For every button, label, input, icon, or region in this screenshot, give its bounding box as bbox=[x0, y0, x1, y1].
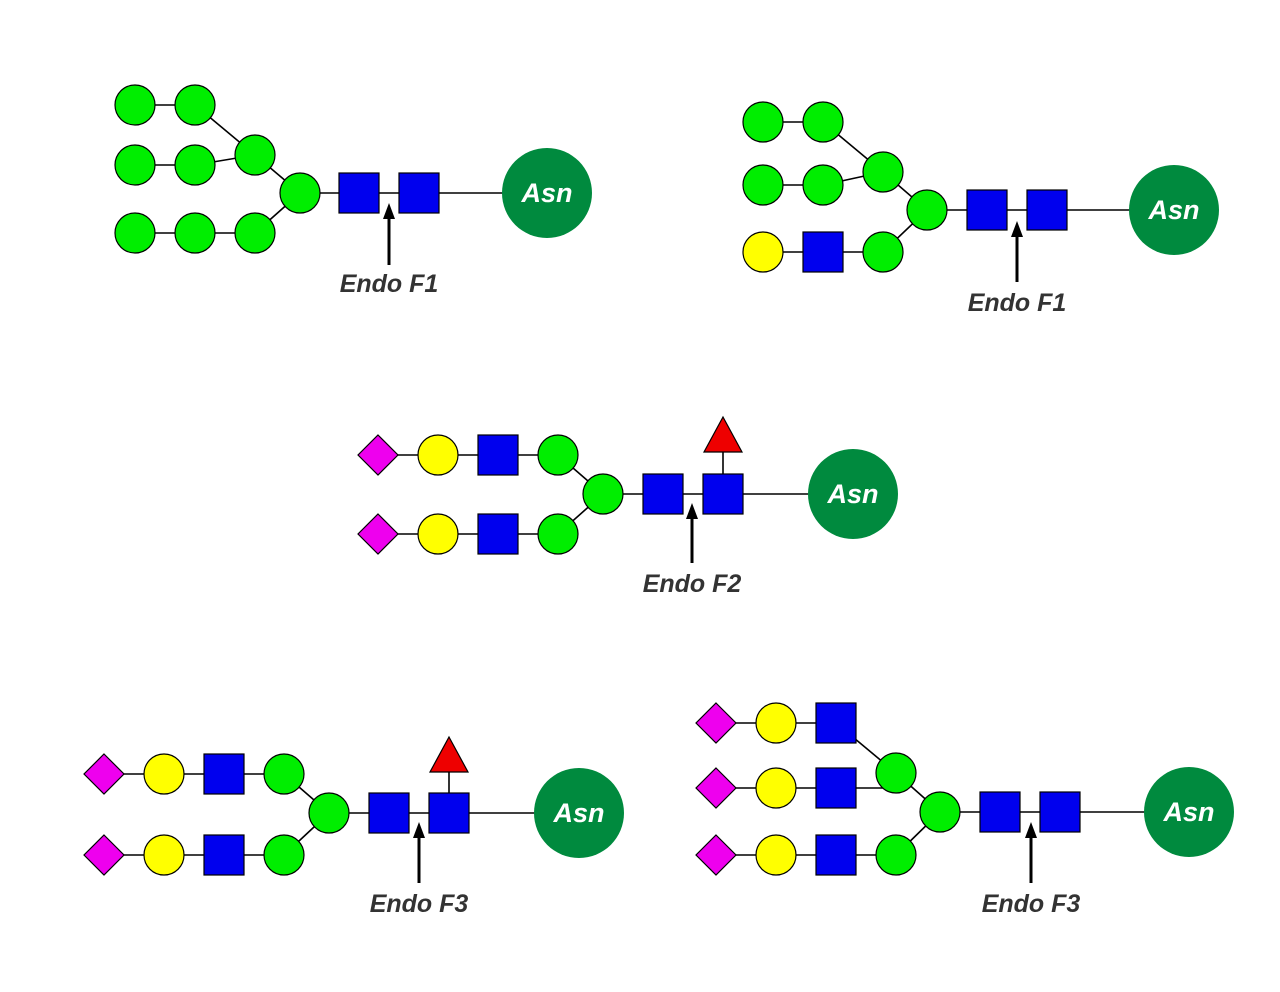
glcnac-residue bbox=[815, 834, 857, 876]
mannose-residue bbox=[234, 212, 276, 254]
enzyme-label: Endo F1 bbox=[340, 270, 439, 298]
fucose-residue bbox=[702, 415, 744, 453]
galactose-residue bbox=[742, 231, 784, 273]
mannose-residue bbox=[537, 434, 579, 476]
sialic-acid-residue bbox=[695, 702, 737, 744]
glcnac-residue bbox=[979, 791, 1021, 833]
glycan-biantennary-fucosylated: Asn Endo F2 bbox=[357, 415, 898, 598]
glcnac-residue bbox=[368, 792, 410, 834]
mannose-residue bbox=[174, 212, 216, 254]
mannose-residue bbox=[582, 473, 624, 515]
asn-residue bbox=[502, 148, 592, 238]
mannose-residue bbox=[875, 834, 917, 876]
enzyme-label: Endo F2 bbox=[643, 570, 742, 598]
galactose-residue bbox=[755, 702, 797, 744]
enzyme-label: Endo F3 bbox=[982, 890, 1081, 918]
sialic-acid-residue bbox=[357, 434, 399, 476]
glcnac-residue bbox=[203, 834, 245, 876]
glcnac-residue bbox=[702, 473, 744, 515]
mannose-residue bbox=[742, 164, 784, 206]
cleavage-arrow bbox=[413, 822, 425, 883]
galactose-residue bbox=[417, 513, 459, 555]
glcnac-residue bbox=[802, 231, 844, 273]
cleavage-arrow bbox=[383, 203, 395, 265]
cleavage-arrow bbox=[686, 503, 698, 563]
glcnac-residue bbox=[1039, 791, 1081, 833]
enzyme-label: Endo F1 bbox=[968, 289, 1067, 317]
asn-label: Asn bbox=[520, 178, 572, 208]
sialic-acid-residue bbox=[83, 834, 125, 876]
mannose-residue bbox=[919, 791, 961, 833]
glycan-triantennary: Asn Endo F3 bbox=[695, 702, 1234, 918]
mannose-residue bbox=[875, 752, 917, 794]
glcnac-residue bbox=[815, 767, 857, 809]
asn-label: Asn bbox=[1162, 797, 1214, 827]
glcnac-residue bbox=[1026, 189, 1068, 231]
galactose-residue bbox=[143, 753, 185, 795]
galactose-residue bbox=[755, 834, 797, 876]
mannose-residue bbox=[114, 84, 156, 126]
cleavage-arrow bbox=[1025, 822, 1037, 883]
cleavage-arrow bbox=[1011, 221, 1023, 282]
galactose-residue bbox=[143, 834, 185, 876]
mannose-residue bbox=[862, 231, 904, 273]
mannose-residue bbox=[862, 151, 904, 193]
mannose-residue bbox=[906, 189, 948, 231]
mannose-residue bbox=[802, 164, 844, 206]
mannose-residue bbox=[308, 792, 350, 834]
mannose-residue bbox=[802, 101, 844, 143]
mannose-residue bbox=[234, 134, 276, 176]
asn-label: Asn bbox=[1147, 195, 1199, 225]
mannose-residue bbox=[279, 172, 321, 214]
glycan-hybrid: Asn Endo F1 bbox=[742, 101, 1219, 317]
sialic-acid-residue bbox=[695, 834, 737, 876]
glcnac-residue bbox=[428, 792, 470, 834]
asn-residue bbox=[1144, 767, 1234, 857]
sialic-acid-residue bbox=[83, 753, 125, 795]
glcnac-residue bbox=[477, 434, 519, 476]
glcnac-residue bbox=[642, 473, 684, 515]
mannose-residue bbox=[537, 513, 579, 555]
mannose-residue bbox=[174, 144, 216, 186]
asn-residue bbox=[1129, 165, 1219, 255]
asn-label: Asn bbox=[826, 479, 878, 509]
fucose-residue bbox=[428, 735, 470, 773]
glycan-high-mannose: Asn Endo F1 bbox=[114, 84, 592, 298]
glcnac-residue bbox=[477, 513, 519, 555]
glcnac-residue bbox=[338, 172, 380, 214]
enzyme-label: Endo F3 bbox=[370, 890, 469, 918]
mannose-residue bbox=[263, 834, 305, 876]
glcnac-residue bbox=[398, 172, 440, 214]
glcnac-residue bbox=[815, 702, 857, 744]
galactose-residue bbox=[417, 434, 459, 476]
sialic-acid-residue bbox=[695, 767, 737, 809]
glcnac-residue bbox=[966, 189, 1008, 231]
asn-label: Asn bbox=[552, 798, 604, 828]
mannose-residue bbox=[174, 84, 216, 126]
galactose-residue bbox=[755, 767, 797, 809]
glycan-biantennary-fucosylated-f3: Asn Endo F3 bbox=[83, 735, 624, 918]
sialic-acid-residue bbox=[357, 513, 399, 555]
glcnac-residue bbox=[203, 753, 245, 795]
asn-residue bbox=[534, 768, 624, 858]
asn-residue bbox=[808, 449, 898, 539]
mannose-residue bbox=[114, 212, 156, 254]
mannose-residue bbox=[263, 753, 305, 795]
mannose-residue bbox=[114, 144, 156, 186]
mannose-residue bbox=[742, 101, 784, 143]
